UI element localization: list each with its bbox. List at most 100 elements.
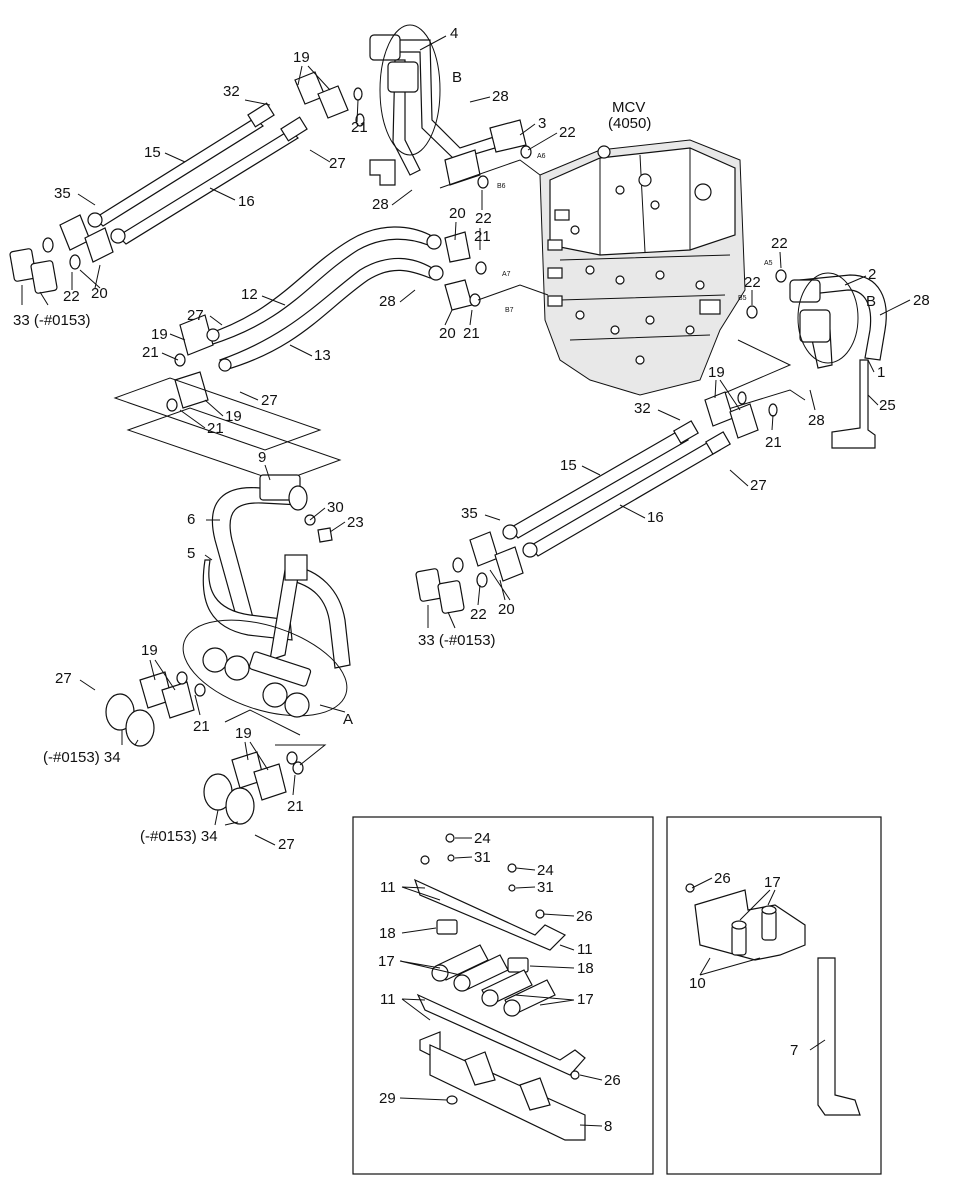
callout-label: 21	[351, 119, 368, 136]
pipe-4-assembly	[369, 24, 532, 189]
leader-frames	[113, 159, 806, 483]
callout-label: A	[343, 711, 353, 728]
callout-label: 3	[538, 115, 546, 132]
callout-label: 33 (-#0153)	[418, 632, 496, 649]
callout-label: 19	[151, 326, 168, 343]
callout-label: 28	[808, 412, 825, 429]
callout-label: 21	[463, 325, 480, 342]
callout-label: 27	[55, 670, 72, 687]
callout-label: 12	[241, 286, 258, 303]
callout-label: 35	[54, 185, 71, 202]
callout-label: 22	[771, 235, 788, 252]
callout-label: 32	[223, 83, 240, 100]
callout-label: 31	[537, 879, 554, 896]
callout-label: 19	[141, 642, 158, 659]
callout-label: 28	[913, 292, 930, 309]
callout-label: 17	[764, 874, 781, 891]
callout-label: 29	[379, 1090, 396, 1107]
callout-label: 11	[380, 991, 396, 1008]
callout-label: 23	[347, 514, 364, 531]
callout-label: 19	[708, 364, 725, 381]
callout-label: 28	[492, 88, 509, 105]
callout-label: (-#0153) 34	[140, 828, 218, 845]
callout-label: 20	[91, 285, 108, 302]
callout-label: 25	[879, 397, 896, 414]
callout-label: 33 (-#0153)	[13, 312, 91, 329]
callout-label: 20	[498, 601, 515, 618]
detail-box-a	[352, 816, 654, 1175]
callout-label: 17	[577, 991, 594, 1008]
callout-label: 27	[187, 307, 204, 324]
valve-name: MCV	[612, 99, 645, 116]
callout-label: 31	[474, 849, 491, 866]
hose-assembly-12-13	[166, 226, 487, 412]
callout-label: 21	[142, 344, 159, 361]
callout-label: 22	[63, 288, 80, 305]
callout-label: 26	[604, 1072, 621, 1089]
callout-label: 18	[379, 925, 396, 942]
callout-label: 20	[439, 325, 456, 342]
callout-label: 15	[144, 144, 161, 161]
port-label: A5	[764, 260, 773, 267]
port-label: B7	[505, 307, 514, 314]
callout-label: 9	[258, 449, 266, 466]
callout-label: 1	[877, 364, 885, 381]
callout-label: 11	[577, 941, 593, 958]
callout-label: 21	[765, 434, 782, 451]
callout-label: 28	[372, 196, 389, 213]
callout-label: 24	[474, 830, 491, 847]
callout-label: 8	[604, 1118, 612, 1135]
callout-label: 22	[744, 274, 761, 291]
callout-label: 19	[235, 725, 252, 742]
callout-numbers: 4 19 32 21 28 3 22 15 27 16 35 28 22 20 …	[13, 25, 930, 1135]
callout-leaders	[21, 35, 911, 1127]
detail-letter: B	[452, 69, 462, 86]
hose-assembly-upper-left	[9, 71, 365, 294]
callout-label: 13	[314, 347, 331, 364]
callout-label: 16	[647, 509, 664, 526]
detail-letters: B	[452, 69, 462, 86]
callout-label: 10	[689, 975, 706, 992]
callout-label: 6	[187, 511, 195, 528]
hose-assembly-right	[415, 391, 778, 614]
pipe-1-2-assembly	[746, 269, 887, 449]
callout-label: 22	[475, 210, 492, 227]
callout-label: 16	[238, 193, 255, 210]
callout-label: 32	[634, 400, 651, 417]
callout-label: 21	[287, 798, 304, 815]
callout-label: B	[866, 293, 876, 310]
callout-label: 19	[225, 408, 242, 425]
callout-label: 27	[750, 477, 767, 494]
callout-label: 15	[560, 457, 577, 474]
port-label: B5	[738, 295, 747, 302]
callout-label: 30	[327, 499, 344, 516]
callout-label: 4	[450, 25, 458, 42]
callout-label: 18	[577, 960, 594, 977]
port-label: B6	[497, 183, 506, 190]
valve-code: (4050)	[608, 115, 651, 132]
callout-label: 21	[193, 718, 210, 735]
callout-label: 27	[261, 392, 278, 409]
callout-label: 2	[868, 266, 876, 283]
callout-label: 35	[461, 505, 478, 522]
callout-label: 5	[187, 545, 195, 562]
callout-label: 26	[714, 870, 731, 887]
callout-label: 26	[576, 908, 593, 925]
pipe-5-6-assembly	[182, 474, 351, 718]
port-labels: A6 B6 A7 B7 A5 B5	[497, 153, 773, 314]
main-control-valve: MCV (4050)	[539, 99, 746, 396]
callout-label: 24	[537, 862, 554, 879]
detail-box-b	[666, 816, 882, 1175]
callout-label: 22	[470, 606, 487, 623]
callout-label: 28	[379, 293, 396, 310]
callout-label: (-#0153) 34	[43, 749, 121, 766]
callout-label: 21	[207, 420, 224, 437]
flange-set-lower-left	[105, 671, 327, 825]
callout-label: 21	[474, 228, 491, 245]
callout-label: 27	[278, 836, 295, 853]
callout-label: 20	[449, 205, 466, 222]
callout-label: 17	[378, 953, 395, 970]
callout-label: 7	[790, 1042, 798, 1059]
callout-label: 19	[293, 49, 310, 66]
